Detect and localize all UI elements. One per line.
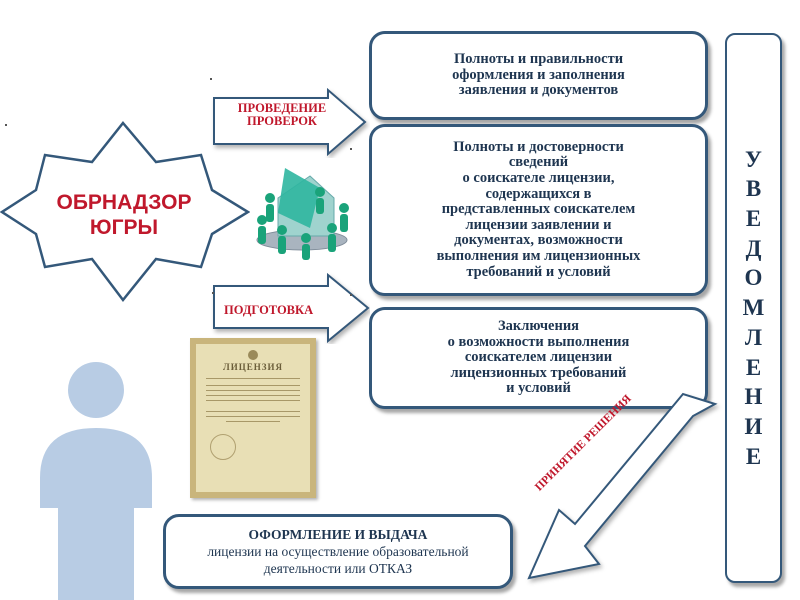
issuance-title: ОФОРМЛЕНИЕ И ВЫДАЧА xyxy=(248,527,428,542)
issuance-line-2: лицензии на осуществление образовательно… xyxy=(207,544,469,559)
notice-letter: О xyxy=(744,265,763,291)
issuance-line-3: деятельности или ОТКАЗ xyxy=(263,561,413,576)
inspection-arrow-label: ПРОВЕДЕНИЕ ПРОВЕРОК xyxy=(237,101,327,128)
conclusion-box: Заключения о возможности выполнения соис… xyxy=(369,307,708,409)
notice-letter: В xyxy=(745,176,762,202)
notice-letter: Е xyxy=(745,443,762,469)
notice-letter: М xyxy=(742,295,765,321)
inspection-arrow xyxy=(213,88,367,157)
notice-letter: И xyxy=(744,413,763,439)
decor-dot xyxy=(5,124,7,126)
person-silhouette-icon xyxy=(40,362,152,600)
completeness-box: Полноты и правильности оформления и запо… xyxy=(369,31,708,120)
authority-starburst xyxy=(0,121,250,303)
decor-dot xyxy=(350,294,352,296)
decor-dot xyxy=(350,148,352,150)
notice-letter: У xyxy=(745,146,762,172)
license-certificate-icon: ЛИЦЕНЗИЯ xyxy=(190,338,316,498)
decor-dot xyxy=(210,78,212,80)
certificate-heading: ЛИЦЕНЗИЯ xyxy=(223,362,283,372)
decision-arrow xyxy=(527,392,718,580)
authority-label: ОБРНАДЗОР ЮГРЫ xyxy=(56,191,192,239)
completeness-text: Полноты и правильности оформления и запо… xyxy=(452,51,625,99)
reliability-box: Полноты и достоверности сведений о соиск… xyxy=(369,124,708,296)
issuance-box: ОФОРМЛЕНИЕ И ВЫДАЧА лицензии на осуществ… xyxy=(163,514,513,589)
notice-letter: Л xyxy=(744,324,763,350)
conclusion-text: Заключения о возможности выполнения соис… xyxy=(447,318,630,397)
team-meeting-icon xyxy=(256,168,349,260)
notice-letter: Н xyxy=(744,384,763,410)
reliability-text: Полноты и достоверности сведений о соиск… xyxy=(436,138,641,280)
notice-letter: Е xyxy=(745,206,762,232)
notice-letter: Д xyxy=(745,235,762,261)
notice-letter: Е xyxy=(745,354,762,380)
preparation-arrow xyxy=(213,272,370,344)
decor-dot xyxy=(212,292,214,294)
preparation-arrow-label: ПОДГОТОВКА xyxy=(224,303,314,317)
